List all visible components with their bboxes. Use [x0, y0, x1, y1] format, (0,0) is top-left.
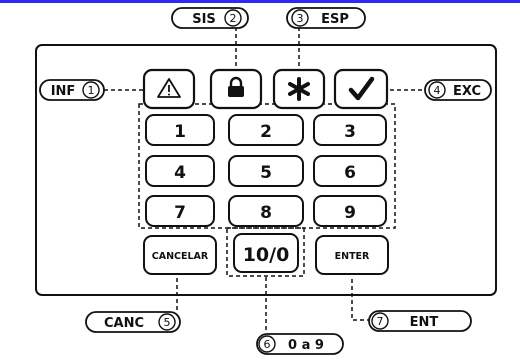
leader-ent: [351, 279, 369, 321]
digit-key-4-label: 4: [174, 163, 186, 183]
key-sis[interactable]: [209, 68, 263, 110]
digit-key-6[interactable]: 6: [313, 155, 387, 187]
digit-key-9-label: 9: [344, 203, 356, 223]
top-blue-line: [0, 0, 520, 3]
zero-key-label: 10/0: [243, 244, 290, 266]
zero-key[interactable]: 10/0: [233, 233, 299, 273]
callout-ent-label: ENT: [410, 315, 439, 330]
digit-key-5[interactable]: 5: [228, 155, 304, 187]
digit-key-8[interactable]: 8: [228, 195, 304, 227]
callout-canc-number: 5: [164, 316, 171, 329]
callout-exc-number: 4: [434, 84, 441, 97]
cancel-key[interactable]: CANCELAR: [143, 235, 217, 275]
digit-key-9[interactable]: 9: [313, 195, 387, 227]
enter-key[interactable]: ENTER: [315, 235, 389, 275]
digit-key-7[interactable]: 7: [145, 195, 215, 227]
callout-digits-label: 0 a 9: [288, 338, 324, 353]
digit-key-2-label: 2: [260, 122, 272, 142]
digit-key-8-label: 8: [260, 203, 272, 223]
digit-key-1[interactable]: 1: [145, 114, 215, 146]
callout-esp-label: ESP: [321, 12, 349, 27]
digit-key-2[interactable]: 2: [228, 114, 304, 146]
callout-inf-number: 1: [88, 84, 95, 97]
zero-key-outline: [226, 227, 305, 277]
digit-key-5-label: 5: [260, 163, 272, 183]
digit-key-3-label: 3: [344, 122, 356, 142]
callout-sis-label: SIS: [192, 12, 216, 27]
cancel-key-label: CANCELAR: [152, 251, 209, 262]
callout-exc: 4 EXC: [424, 79, 492, 101]
digit-key-3[interactable]: 3: [313, 114, 387, 146]
digit-group-outline: [138, 103, 396, 229]
callout-esp: 3 ESP: [286, 7, 366, 29]
callout-canc: CANC 5: [85, 311, 181, 333]
key-exc[interactable]: [333, 68, 389, 110]
callout-exc-label: EXC: [453, 84, 481, 99]
callout-sis-number: 2: [230, 12, 237, 25]
callout-sis: SIS 2: [171, 7, 249, 29]
leader-lines: [104, 27, 425, 333]
digit-key-4[interactable]: 4: [145, 155, 215, 187]
callout-ent-number: 7: [377, 315, 384, 328]
callout-inf-label: INF: [51, 84, 76, 99]
warning-triangle-icon: [157, 78, 181, 98]
callout-digits-number: 6: [264, 338, 271, 351]
enter-key-label: ENTER: [335, 251, 370, 262]
digit-key-7-label: 7: [174, 203, 186, 223]
callout-esp-number: 3: [297, 12, 304, 25]
checkmark-icon: [348, 76, 375, 101]
digit-key-6-label: 6: [344, 163, 356, 183]
padlock-icon: [228, 76, 244, 97]
callout-inf: INF 1: [39, 79, 105, 101]
key-esp[interactable]: [272, 68, 326, 110]
digit-key-1-label: 1: [174, 122, 186, 142]
callout-canc-label: CANC: [104, 316, 144, 331]
asterisk-icon: [288, 77, 310, 101]
callout-ent: 7 ENT: [368, 310, 472, 332]
callout-digits: 6 0 a 9: [256, 333, 344, 355]
key-inf[interactable]: [142, 68, 196, 110]
